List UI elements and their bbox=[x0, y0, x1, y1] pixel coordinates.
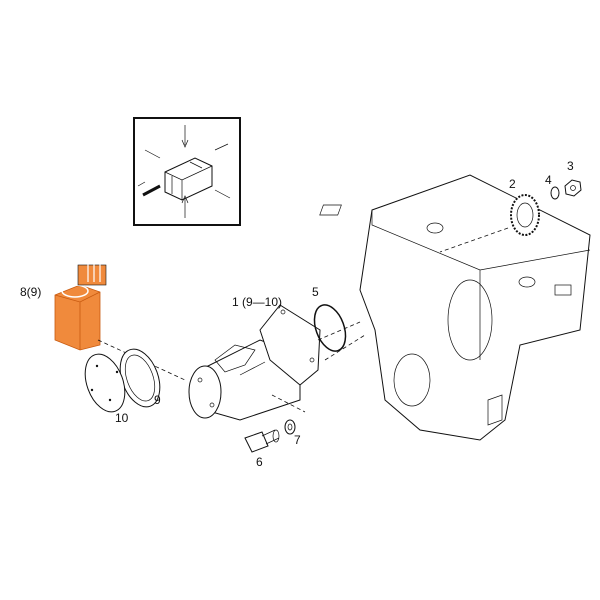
callout-9: 9 bbox=[154, 393, 161, 407]
callout-3: 3 bbox=[567, 159, 574, 173]
callout-10: 10 bbox=[115, 411, 129, 425]
bolt-part[interactable] bbox=[244, 429, 280, 453]
callout-2: 2 bbox=[509, 177, 516, 191]
o-ring-part[interactable] bbox=[309, 301, 352, 356]
nut-part[interactable] bbox=[564, 179, 582, 197]
inset-detail bbox=[133, 117, 241, 226]
callout-7: 7 bbox=[294, 433, 301, 447]
washer-part[interactable] bbox=[550, 186, 560, 200]
cover-part[interactable] bbox=[78, 349, 132, 418]
callout-4: 4 bbox=[545, 173, 552, 187]
pump-assembly-part[interactable] bbox=[188, 304, 321, 421]
repair-kit-part[interactable] bbox=[54, 262, 107, 351]
seal-washer-part[interactable] bbox=[284, 419, 296, 435]
callout-6: 6 bbox=[256, 455, 263, 469]
callout-8: 8(9) bbox=[20, 285, 41, 299]
callout-1: 1 (9—10) bbox=[232, 295, 282, 309]
engine-housing bbox=[319, 174, 591, 441]
callout-5: 5 bbox=[312, 285, 319, 299]
gear-part[interactable] bbox=[510, 194, 540, 236]
